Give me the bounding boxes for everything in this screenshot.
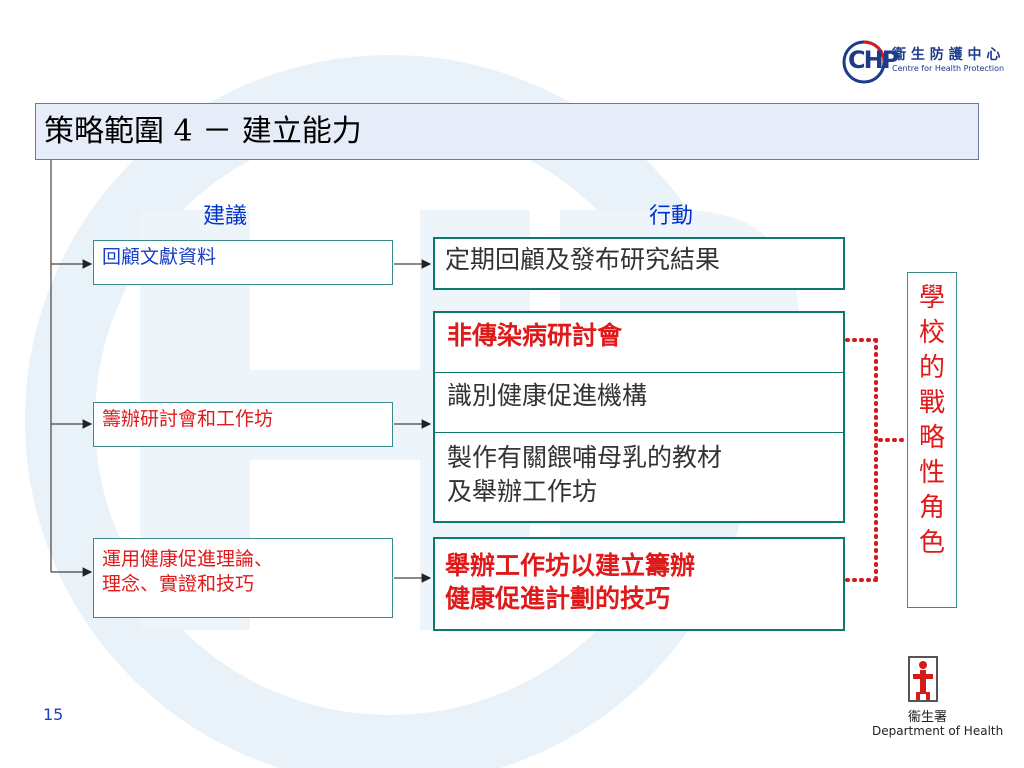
role-char: 的 bbox=[918, 353, 945, 383]
rec-apply-theory-line2: 理念、實證和技巧 bbox=[102, 573, 255, 595]
chp-logo-mark: CHP bbox=[848, 46, 899, 74]
action-identify-orgs-label: 識別健康促進機構 bbox=[447, 381, 648, 410]
chp-logo: CHP 衞 生 防 護 中 心 Centre for Health Protec… bbox=[842, 40, 1005, 84]
rec-apply-theory: 運用健康促進理論、 理念、實證和技巧 bbox=[93, 538, 393, 618]
action-group-box: 非傳染病研討會 識別健康促進機構 製作有關餵哺母乳的教材 及舉辦工作坊 bbox=[433, 311, 845, 523]
role-char: 校 bbox=[918, 318, 945, 348]
rec-literature-review-label: 回顧文獻資料 bbox=[102, 246, 217, 268]
role-char: 性 bbox=[918, 458, 945, 488]
doh-logo-icon bbox=[908, 656, 938, 702]
action-ncd-seminar: 非傳染病研討會 bbox=[435, 313, 843, 373]
action-breastfeeding: 製作有關餵哺母乳的教材 及舉辦工作坊 bbox=[435, 433, 843, 520]
doh-name-en: Department of Health bbox=[872, 724, 1004, 738]
role-char: 角 bbox=[918, 493, 945, 523]
action-breastfeeding-line2: 及舉辦工作坊 bbox=[447, 477, 598, 506]
slide-title: 策略範圍 4 － 建立能力 bbox=[35, 103, 979, 160]
action-ncd-seminar-label: 非傳染病研討會 bbox=[447, 321, 623, 350]
role-char: 學 bbox=[918, 283, 945, 313]
actions-heading: 行動 bbox=[649, 204, 694, 229]
role-char: 略 bbox=[918, 423, 945, 453]
action-review-publish-label: 定期回顧及發布研究結果 bbox=[445, 245, 721, 274]
chp-logo-en: Centre for Health Protection bbox=[892, 64, 1005, 73]
role-char: 戰 bbox=[918, 388, 945, 418]
page-number: 15 bbox=[43, 705, 64, 724]
chp-logo-mark-icon bbox=[842, 40, 886, 84]
rec-seminars-workshops: 籌辦研討會和工作坊 bbox=[93, 402, 393, 447]
school-strategic-role-box: 學 校 的 戰 略 性 角 色 bbox=[907, 272, 957, 608]
rec-seminars-workshops-label: 籌辦研討會和工作坊 bbox=[102, 408, 274, 430]
action-skills-line1: 舉辦工作坊以建立籌辦 bbox=[445, 551, 696, 580]
rec-apply-theory-line1: 運用健康促進理論、 bbox=[102, 548, 274, 570]
action-breastfeeding-line1: 製作有關餵哺母乳的教材 bbox=[447, 443, 723, 472]
recommendations-heading: 建議 bbox=[203, 204, 248, 229]
action-skills-workshop: 舉辦工作坊以建立籌辦 健康促進計劃的技巧 bbox=[433, 537, 845, 631]
chp-logo-zh: 衞 生 防 護 中 心 bbox=[892, 47, 1001, 63]
doh-name-zh: 衞生署 bbox=[908, 710, 948, 725]
action-identify-orgs: 識別健康促進機構 bbox=[435, 373, 843, 433]
rec-literature-review: 回顧文獻資料 bbox=[93, 240, 393, 285]
role-char: 色 bbox=[918, 528, 945, 558]
action-skills-line2: 健康促進計劃的技巧 bbox=[445, 584, 671, 613]
action-review-publish: 定期回顧及發布研究結果 bbox=[433, 237, 845, 290]
